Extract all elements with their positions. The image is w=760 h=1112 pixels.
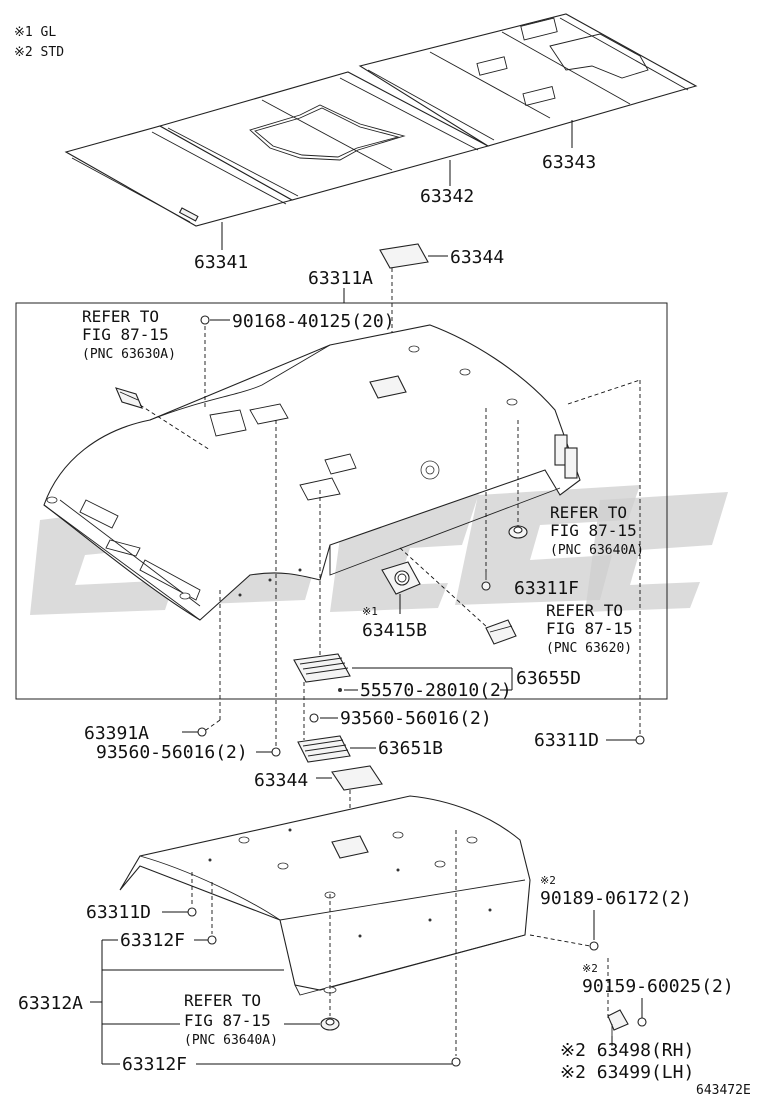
- clip-63620: [485, 619, 517, 645]
- clip-63640A-upper: [508, 525, 528, 539]
- clip-63640A-lower: [320, 1017, 340, 1031]
- label-63499[interactable]: ※2 63499(LH): [560, 1062, 694, 1083]
- label-90159[interactable]: 90159-60025(2): [582, 976, 734, 997]
- mark2b: ※2: [582, 962, 598, 975]
- headliner-63311A: [43, 324, 581, 621]
- lamp-63415B: [381, 561, 421, 595]
- clip-63311D-left-icon: [187, 907, 197, 917]
- label-63343[interactable]: 63343: [542, 152, 596, 173]
- label-63344-top[interactable]: 63344: [450, 247, 504, 268]
- label-63312A[interactable]: 63312A: [18, 993, 83, 1014]
- mark2a: ※2: [540, 874, 556, 887]
- grille-63655D: [293, 653, 351, 683]
- label-63391A[interactable]: 63391A: [84, 723, 149, 744]
- refer4-line2[interactable]: FIG 87-15: [184, 1011, 271, 1030]
- mark1: ※1: [362, 605, 378, 618]
- bracket-63498-63499-icon: [607, 1009, 629, 1036]
- label-63655D[interactable]: 63655D: [516, 668, 581, 689]
- label-55570[interactable]: 55570-28010(2): [360, 680, 512, 701]
- label-63415B[interactable]: 63415B: [362, 620, 427, 641]
- legend-gl: ※1 GL: [14, 25, 56, 40]
- label-90168[interactable]: 90168-40125(20): [232, 311, 395, 332]
- label-63341[interactable]: 63341: [194, 252, 248, 273]
- clip-63312F-b-icon: [451, 1057, 461, 1067]
- grille-63651B: [297, 735, 351, 763]
- headliner-63312A: [119, 795, 531, 996]
- label-63651B[interactable]: 63651B: [378, 738, 443, 759]
- pad-63344-top: [379, 243, 429, 269]
- clip-63391A-icon: [197, 727, 207, 737]
- label-93560-b[interactable]: 93560-56016(2): [96, 742, 248, 763]
- figure-id: 643472E: [696, 1083, 751, 1098]
- refer3-line3[interactable]: (PNC 63620): [546, 641, 632, 656]
- label-63342[interactable]: 63342: [420, 186, 474, 207]
- refer2-line1[interactable]: REFER TO: [550, 503, 627, 522]
- roof-panel-63343: [358, 13, 698, 147]
- clip-63311D-right-icon: [635, 735, 645, 745]
- screw-90168-icon: [200, 315, 210, 325]
- label-93560-a[interactable]: 93560-56016(2): [340, 708, 492, 729]
- assembly-frame: [15, 302, 668, 700]
- screw-90159-icon: [637, 1017, 647, 1027]
- screw-93560-b-icon: [271, 747, 281, 757]
- clip-55570-icon: [338, 688, 342, 692]
- refer1-line1[interactable]: REFER TO: [82, 307, 159, 326]
- clip-63311F: [481, 572, 491, 591]
- refer1-line3[interactable]: (PNC 63630A): [82, 347, 176, 362]
- refer4-line1[interactable]: REFER TO: [184, 991, 261, 1010]
- dash-63391A-b: [205, 719, 221, 731]
- pad-63344-bottom: [331, 765, 383, 791]
- label-63311D-right[interactable]: 63311D: [534, 730, 599, 751]
- refer3-line2[interactable]: FIG 87-15: [546, 619, 633, 638]
- refer1-line2[interactable]: FIG 87-15: [82, 325, 169, 344]
- label-90189[interactable]: 90189-06172(2): [540, 888, 692, 909]
- screw-93560-a-icon: [309, 713, 319, 723]
- clip-63630A: [115, 387, 143, 409]
- refer2-line2[interactable]: FIG 87-15: [550, 521, 637, 540]
- label-63311D-left[interactable]: 63311D: [86, 902, 151, 923]
- label-63311F[interactable]: 63311F: [514, 578, 579, 599]
- label-63312F-a[interactable]: 63312F: [120, 930, 185, 951]
- refer4-line3[interactable]: (PNC 63640A): [184, 1033, 278, 1048]
- legend-std: ※2 STD: [14, 45, 64, 60]
- refer2-line3[interactable]: (PNC 63640A): [550, 543, 644, 558]
- dash-63620: [399, 547, 489, 629]
- label-63312F-b[interactable]: 63312F: [122, 1054, 187, 1075]
- dash-top-right: [567, 379, 641, 405]
- dash-90189: [529, 934, 591, 947]
- label-63498[interactable]: ※2 63498(RH): [560, 1040, 694, 1061]
- label-63344-bottom[interactable]: 63344: [254, 770, 308, 791]
- label-63311A[interactable]: 63311A: [308, 268, 373, 289]
- clip-63312F-a-icon: [207, 935, 217, 945]
- refer3-line1[interactable]: REFER TO: [546, 601, 623, 620]
- screw-90189-icon: [589, 941, 599, 951]
